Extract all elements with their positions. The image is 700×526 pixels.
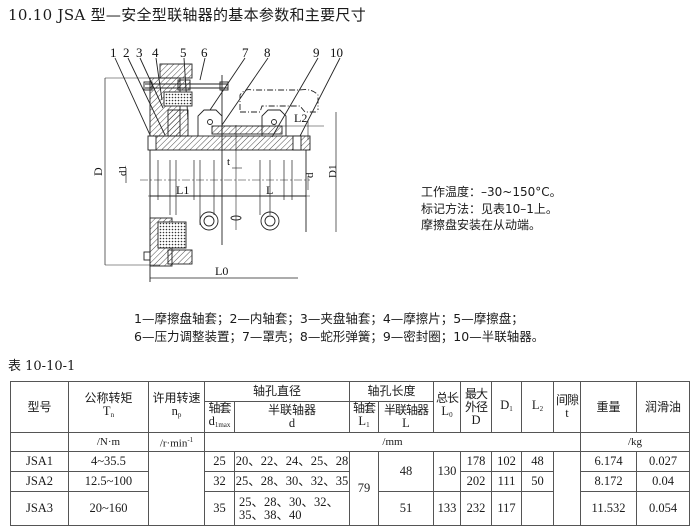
- cell-gap-merged: [553, 451, 581, 526]
- cell-weight: 8.172: [580, 471, 637, 492]
- cell-D1: 117: [491, 491, 522, 526]
- dim-t: t: [227, 156, 230, 168]
- col-group-bore-diameter: 轴孔直径: [204, 381, 350, 402]
- unit-mm: /mm: [204, 432, 581, 452]
- col-lubricant: 润滑油: [636, 381, 690, 433]
- col-sleeve-bore-len: 轴套 L1: [349, 401, 379, 433]
- cell-lube: 0.054: [636, 491, 690, 526]
- cell-L1-merged: 79: [349, 451, 379, 526]
- col-half-coupling-bore-len: 半联轴器 L: [378, 401, 434, 433]
- cell-d1max: 25: [204, 451, 235, 472]
- cell-model: JSA2: [10, 471, 69, 492]
- cell-d1max: 32: [204, 471, 235, 492]
- legend-line-1: 1—摩擦盘轴套；2—内轴套；3—夹盘轴套；4—摩擦片；5—摩擦盘；: [134, 311, 524, 326]
- cell-weight: 11.532: [580, 491, 637, 526]
- col-L2: L2: [521, 381, 554, 433]
- table-row-jsa2: JSA2 12.5~100 32 25、28、30、32、35 202 111 …: [10, 471, 690, 492]
- coupling-cross-section-drawing: 1 2 3 4 5 6 7 8 9 10 D d1 L1 L t d D1 L2…: [91, 45, 343, 282]
- part-number-8: 8: [264, 45, 271, 60]
- cell-L2: [521, 491, 554, 526]
- cell-D1: 102: [491, 451, 522, 472]
- col-weight: 重量: [580, 381, 637, 433]
- dim-d1: d1: [117, 165, 129, 176]
- col-D1: D1: [491, 381, 522, 433]
- legend-line-2: 6—压力调整装置；7—罩壳；8—蛇形弹簧；9—密封圈；10—半联轴器。: [134, 329, 545, 344]
- section-title: 10.10 JSA 型—安全型联轴器的基本参数和主要尺寸: [8, 6, 367, 24]
- parts-legend: 1—摩擦盘轴套；2—内轴套；3—夹盘轴套；4—摩擦片；5—摩擦盘； 6—压力调整…: [134, 310, 544, 346]
- cell-L0: 133: [433, 491, 461, 526]
- cell-torque: 12.5~100: [68, 471, 149, 492]
- cell-D: 232: [460, 491, 492, 526]
- cell-d1max: 35: [204, 491, 235, 526]
- cell-D: 202: [460, 471, 492, 492]
- units-row: /N·m /r·min-1 /mm /kg: [10, 432, 690, 452]
- col-model: 型号: [10, 381, 69, 433]
- col-group-bore-length: 轴孔长度: [349, 381, 434, 402]
- header-row-2: 轴套 d1max 半联轴器 d 轴套 L1 半联轴器 L: [11, 401, 690, 433]
- cell-d: 25、28、30、32、35: [234, 471, 350, 492]
- cell-lube: 0.04: [636, 471, 690, 492]
- cell-L2: 48: [521, 451, 554, 472]
- dim-D: D: [91, 167, 105, 176]
- part-number-10: 10: [330, 45, 343, 60]
- table-caption: 表 10-10-1: [8, 359, 76, 374]
- note-marking-method: 标记方法：见表10–1上。: [421, 201, 558, 216]
- cell-weight: 6.174: [580, 451, 637, 472]
- dim-L0: L0: [215, 264, 228, 278]
- col-max-diameter: 最大 外径 D: [460, 381, 492, 433]
- header-row-1: 型号 公称转矩 Tn 许用转速 np 轴孔直径 轴孔长度 总长 L0 最大 外径…: [10, 381, 690, 433]
- dim-L2: L2: [294, 111, 307, 125]
- col-sleeve-bore-dia: 轴套 d1max: [204, 401, 235, 433]
- col-half-coupling-bore-dia: 半联轴器 d: [234, 401, 350, 433]
- cell-D1: 111: [491, 471, 522, 492]
- dim-L: L: [266, 183, 273, 197]
- cell-D: 178: [460, 451, 492, 472]
- cell-L2: 50: [521, 471, 554, 492]
- dim-L1: L1: [176, 183, 189, 197]
- unit-torque: /N·m: [68, 432, 149, 452]
- unit-speed: /r·min-1: [148, 432, 205, 452]
- dim-D1: D1: [327, 165, 339, 178]
- cell-L0-merged: 130: [433, 451, 461, 492]
- part-number-5: 5: [180, 45, 187, 60]
- cell-d: 25、28、30、32、35、38、40: [234, 491, 350, 526]
- part-number-4: 4: [152, 45, 159, 60]
- dim-d: d: [304, 172, 316, 178]
- col-total-length: 总长 L0: [433, 381, 461, 433]
- unit-kg: /kg: [580, 432, 690, 452]
- parameters-table: 型号 公称转矩 Tn 许用转速 np 轴孔直径 轴孔长度 总长 L0 最大 外径…: [10, 381, 690, 526]
- cell-model: JSA3: [10, 491, 69, 526]
- cell-torque: 20~160: [68, 491, 149, 526]
- col-torque: 公称转矩 Tn: [68, 381, 149, 433]
- cell-L: 51: [378, 491, 434, 526]
- notes-block: 工作温度：–30~150°C。 标记方法：见表10–1上。 摩擦盘安装在从动端。: [421, 184, 562, 234]
- cell-model: JSA1: [10, 451, 69, 472]
- part-number-3: 3: [136, 45, 143, 60]
- cell-L-merged: 48: [378, 451, 434, 492]
- part-number-9: 9: [313, 45, 320, 60]
- note-working-temperature: 工作温度：–30~150°C。: [421, 185, 562, 199]
- table-row-jsa1: JSA1 4~35.5 25 20、22、24、25、28 79 48 130 …: [10, 451, 690, 526]
- cell-lube: 0.027: [636, 451, 690, 472]
- part-number-1: 1: [110, 45, 117, 60]
- part-number-2: 2: [123, 45, 130, 60]
- cell-d: 20、22、24、25、28: [234, 451, 350, 472]
- cell-torque: 4~35.5: [68, 451, 149, 472]
- col-speed: 许用转速 np: [148, 381, 205, 433]
- col-gap: 间隙 t: [553, 381, 581, 433]
- cell-speed-merged: [148, 451, 205, 526]
- unit-model-blank: [10, 432, 69, 452]
- note-friction-disc-install: 摩擦盘安装在从动端。: [421, 218, 542, 232]
- part-number-7: 7: [242, 45, 249, 60]
- part-number-6: 6: [201, 45, 208, 60]
